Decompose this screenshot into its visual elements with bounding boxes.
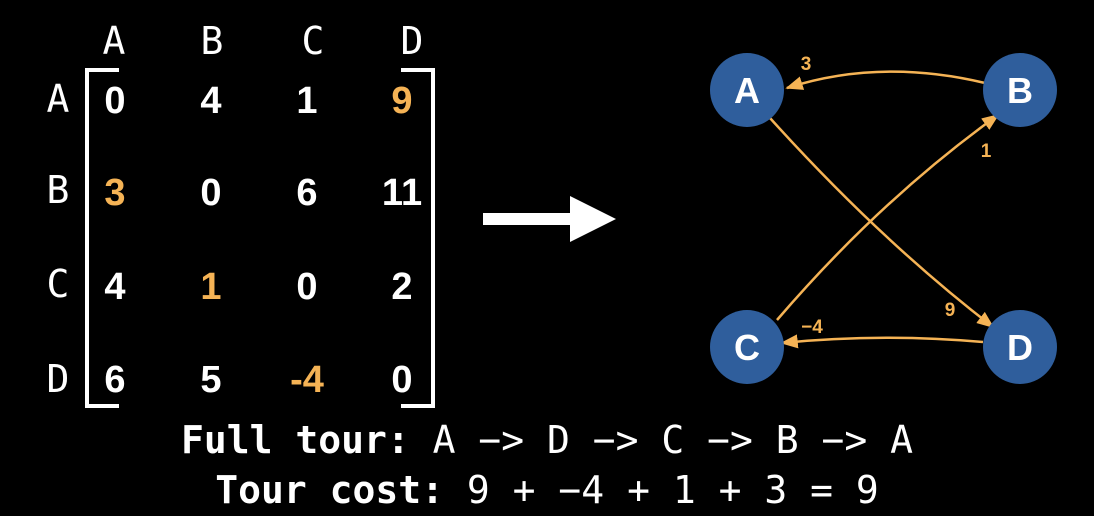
tour-cost-line: Tour cost: 9 + −4 + 1 + 3 = 9 xyxy=(0,471,1094,509)
edge-d-c xyxy=(780,334,984,349)
col-label-d: D xyxy=(400,19,424,63)
node-b: B xyxy=(983,53,1057,127)
col-label-c: C xyxy=(301,19,325,63)
matrix-cell: 9 xyxy=(391,80,413,122)
edge-weight-c-b: 1 xyxy=(981,141,992,162)
matrix-cell: 5 xyxy=(200,359,222,401)
node-c-label: C xyxy=(734,327,760,368)
row-label-c: C xyxy=(46,262,70,306)
row-label-a: A xyxy=(46,77,70,121)
matrix-cell: 0 xyxy=(200,172,222,214)
node-d: D xyxy=(983,310,1057,384)
matrix-cell: 3 xyxy=(104,172,126,214)
matrix-cell: 4 xyxy=(104,266,126,308)
col-label-a: A xyxy=(102,19,126,63)
matrix-cell: 0 xyxy=(391,359,413,401)
edge-c-b xyxy=(776,113,1000,321)
col-label-b: B xyxy=(200,19,224,63)
matrix-cell: 0 xyxy=(104,80,126,122)
node-a-label: A xyxy=(734,70,760,111)
row-label-b: B xyxy=(46,168,70,212)
matrix-cell: 4 xyxy=(200,80,222,122)
full-tour-value: A −> D −> C −> B −> A xyxy=(432,418,914,462)
matrix-right-bracket xyxy=(401,68,435,408)
matrix-left-bracket xyxy=(85,68,119,408)
matrix-cell: 6 xyxy=(104,359,126,401)
matrix-cell: 11 xyxy=(381,172,423,214)
edge-weight-d-c: −4 xyxy=(801,317,823,338)
matrix-cell: 1 xyxy=(200,266,222,308)
row-label-d: D xyxy=(46,357,70,401)
matrix-cell: 1 xyxy=(296,80,318,122)
matrix-cell: 2 xyxy=(391,266,413,308)
matrix-cell: -4 xyxy=(290,359,324,401)
right-arrow-icon xyxy=(483,196,616,242)
edge-b-a xyxy=(785,70,986,90)
matrix-cell: 6 xyxy=(296,172,318,214)
node-d-label: D xyxy=(1007,327,1033,368)
node-a: A xyxy=(710,53,784,127)
matrix-cell: 0 xyxy=(296,266,318,308)
edge-a-d xyxy=(769,117,995,329)
full-tour-label: Full tour: xyxy=(180,418,410,462)
edge-weight-b-a: 3 xyxy=(801,54,812,75)
node-c: C xyxy=(710,310,784,384)
tour-graph: 3 1 9 −4 A B C D xyxy=(710,53,1057,384)
edge-weight-a-d: 9 xyxy=(945,300,956,321)
full-tour-line: Full tour: A −> D −> C −> B −> A xyxy=(0,421,1094,459)
tour-cost-label: Tour cost: xyxy=(215,468,445,512)
node-b-label: B xyxy=(1007,70,1033,111)
tour-cost-value: 9 + −4 + 1 + 3 = 9 xyxy=(466,468,879,512)
